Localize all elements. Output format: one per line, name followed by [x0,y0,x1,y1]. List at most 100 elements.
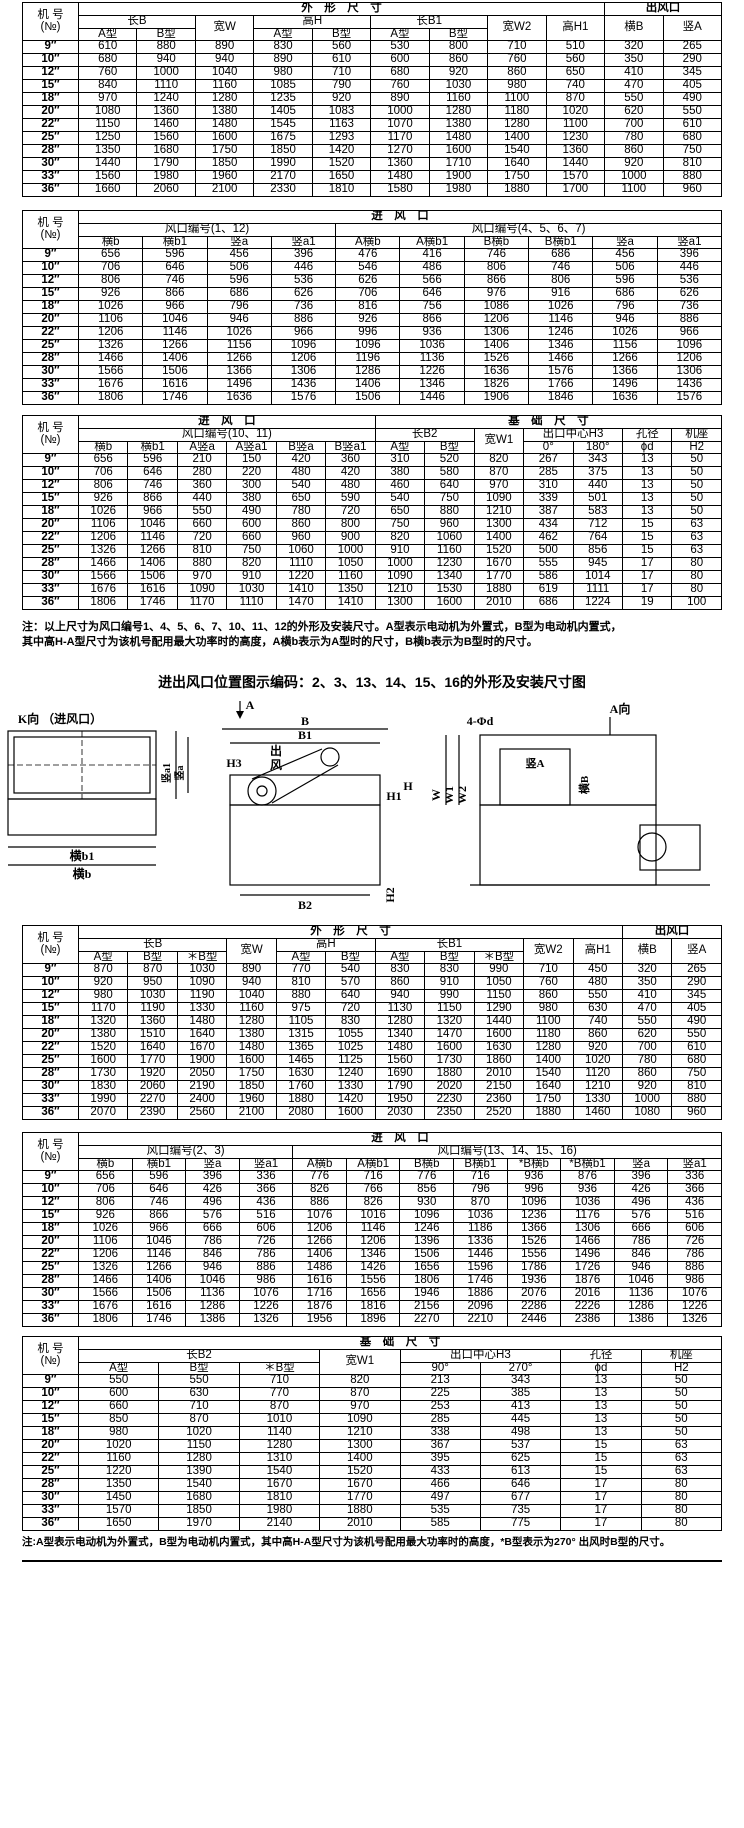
machine-no-cell: 12″ [22,66,79,80]
value-cell: 1850 [158,1504,240,1518]
col-height-h1: 高H1 [545,15,606,41]
value-cell: 600 [77,1387,160,1401]
value-cell: 1540 [523,1067,574,1081]
machine-no-cell: 36″ [22,1106,79,1120]
value-cell: 490 [226,505,277,519]
value-cell: 1280 [194,92,255,106]
value-cell: 820 [374,531,426,545]
value-cell: 1105 [275,1015,327,1029]
col-type-a: A型 [77,1361,160,1375]
value-cell: 566 [399,274,465,288]
value-cell: 1350 [77,144,138,158]
value-cell: 265 [671,963,722,977]
value-cell: 410 [604,66,664,80]
value-cell: 1150 [473,989,525,1003]
inlet-code-10-11: 风口编号(10、11) [78,428,376,442]
col-type-a: A型 [77,27,138,41]
value-cell: 966 [656,326,723,340]
value-cell: 576 [613,1209,669,1223]
value-cell: 1405 [253,105,313,119]
outlet-header: 出风口 [604,2,722,16]
value-cell: 535 [399,1504,481,1518]
value-cell: 280 [176,466,228,480]
machine-no-cell: 36″ [22,596,79,610]
value-cell: 630 [572,1002,623,1016]
value-cell: 1406 [142,352,208,366]
machine-no-cell: 10″ [22,53,79,67]
value-cell: 1680 [158,1491,240,1505]
machine-no-cell: 18″ [22,1222,79,1236]
inlet-header: 进 风 口 [78,210,722,224]
machine-no-cell: 18″ [22,1426,79,1440]
col-b-shu-a1: B竖a1 [325,440,376,454]
machine-no-cell: 25″ [22,1465,79,1479]
fan-pulley [320,747,340,767]
value-cell: 1480 [370,170,430,184]
value-cell: 1846 [528,391,594,405]
value-cell: 700 [621,1041,673,1055]
machine-no-cell: 30″ [22,1287,79,1301]
value-cell: 780 [621,1054,673,1068]
value-cell: 1816 [345,1300,401,1314]
value-cell: 1520 [77,1041,129,1055]
value-cell: 1090 [176,976,228,990]
foundation-header: 基 础 尺 寸 [78,1336,722,1350]
value-cell: 750 [671,1067,722,1081]
value-cell: 405 [662,79,723,93]
label-shu-A: 竖A [526,756,545,770]
value-cell: 860 [374,976,426,990]
value-cell: 1086 [463,300,530,314]
machine-no-cell: 22″ [22,1452,79,1466]
value-cell: 420 [325,466,376,480]
value-cell: 560 [311,40,372,54]
col-heng-b1: 横b1 [131,1157,187,1171]
col-b-star-heng-b1: *B横b1 [560,1157,615,1171]
value-cell: 1190 [176,989,228,1003]
value-cell: 1146 [131,1248,187,1262]
value-cell: 345 [671,989,722,1003]
value-cell: 630 [158,1387,240,1401]
value-cell: 1036 [453,1209,508,1223]
value-cell: 550 [176,505,228,519]
value-cell: 1726 [560,1261,615,1275]
value-cell: 380 [226,492,277,506]
value-cell: 440 [176,492,228,506]
value-cell: 746 [127,479,178,493]
value-cell: 1020 [572,1054,623,1068]
value-cell: 1540 [158,1478,240,1492]
value-cell: 17 [560,1504,642,1518]
col-angle-0: 0° [523,440,574,454]
value-cell: 1880 [424,1067,475,1081]
value-cell: 1266 [206,352,272,366]
value-cell: 550 [662,105,723,119]
value-cell: 310 [374,453,426,467]
value-cell: 920 [311,92,372,106]
value-cell: 536 [656,274,723,288]
value-cell: 986 [238,1274,294,1288]
value-cell: 1070 [370,118,430,132]
col-type-b: B型 [311,27,372,41]
value-cell: 1196 [335,352,401,366]
value-cell: 1040 [226,989,277,1003]
value-cell: 1526 [463,352,530,366]
value-cell: 1400 [523,1054,574,1068]
label-a: A [246,698,255,712]
value-cell: 490 [671,1015,722,1029]
col-heng-b1: 横b1 [127,440,178,454]
value-cell: 820 [319,1374,401,1388]
machine-no-cell: 15″ [22,1413,79,1427]
value-cell: 1616 [292,1274,347,1288]
value-cell: 1160 [424,544,475,558]
value-cell: 945 [572,557,623,571]
value-cell: 646 [479,1478,562,1492]
value-cell: 966 [127,505,178,519]
value-cell: 360 [176,479,228,493]
value-cell: 380 [374,466,426,480]
value-cell: 1110 [226,596,277,610]
value-cell: 1180 [523,1028,574,1042]
value-cell: 15 [560,1465,642,1479]
value-cell: 996 [506,1183,562,1197]
value-cell: 1576 [270,391,337,405]
